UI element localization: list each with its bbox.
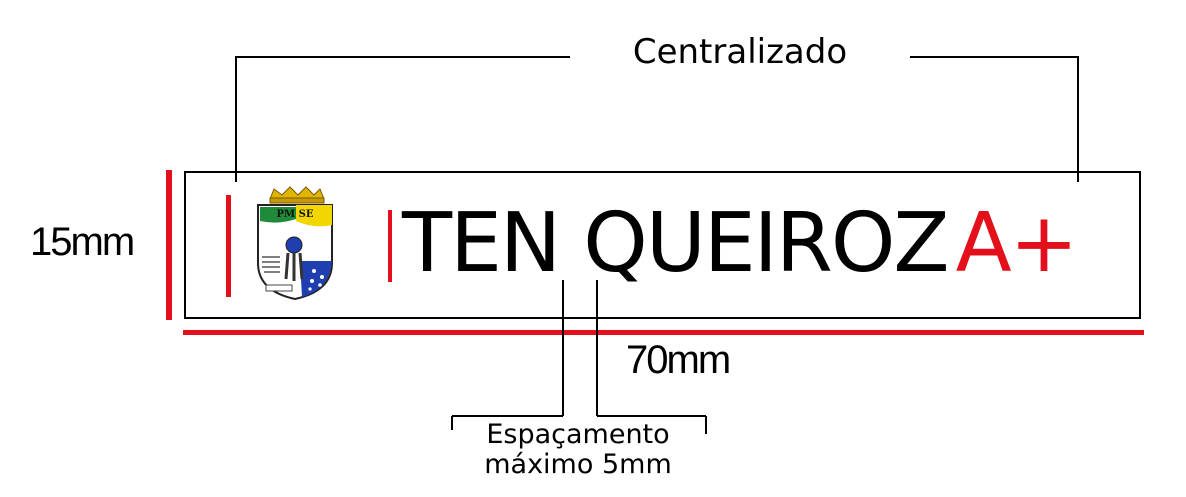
emblem-text: PM SE bbox=[277, 209, 314, 220]
spacing-note-line2: máximo 5mm bbox=[484, 449, 672, 480]
text-start-marker bbox=[388, 210, 392, 282]
spacing-note-line1: Espaçamento bbox=[486, 419, 670, 450]
plate-name: TEN QUEIROZ bbox=[402, 196, 950, 291]
spacing-note: Espaçamento máximo 5mm bbox=[458, 420, 698, 480]
width-label: 70mm bbox=[626, 338, 731, 382]
pmse-coat-of-arms-icon: PM SE bbox=[257, 186, 333, 301]
name-plate-outline bbox=[184, 171, 1141, 319]
width-dimension-bar bbox=[183, 330, 1144, 335]
centered-label: Centralizado bbox=[570, 28, 910, 76]
height-dimension-bar bbox=[166, 170, 172, 320]
height-label: 15mm bbox=[30, 220, 135, 264]
plate-text: TEN QUEIROZA+ bbox=[402, 194, 1079, 294]
blood-type: A+ bbox=[955, 196, 1079, 291]
left-margin-marker bbox=[226, 195, 231, 297]
